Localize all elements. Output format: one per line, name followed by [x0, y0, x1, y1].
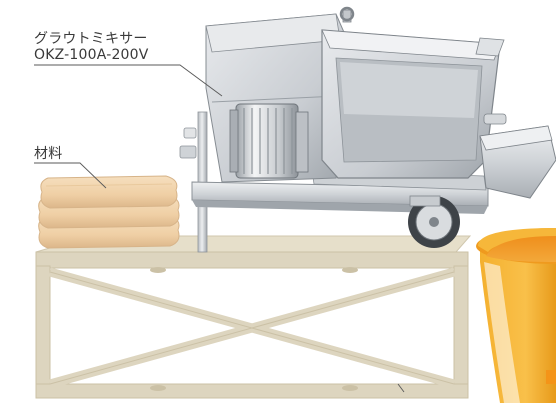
- stand-platform: [36, 236, 470, 398]
- wheel: [408, 196, 460, 248]
- material-label: 材料: [34, 146, 62, 163]
- motor: [230, 104, 308, 178]
- grout-mixer: [180, 8, 556, 252]
- storage-tank: [476, 228, 556, 403]
- discharge-chute: [480, 114, 556, 198]
- mixer-label-model: OKZ-100A-200V: [34, 47, 149, 64]
- mixer-label-name: グラウトミキサー: [34, 31, 148, 48]
- lifting-hook: [341, 8, 353, 22]
- material-bags: [39, 176, 179, 248]
